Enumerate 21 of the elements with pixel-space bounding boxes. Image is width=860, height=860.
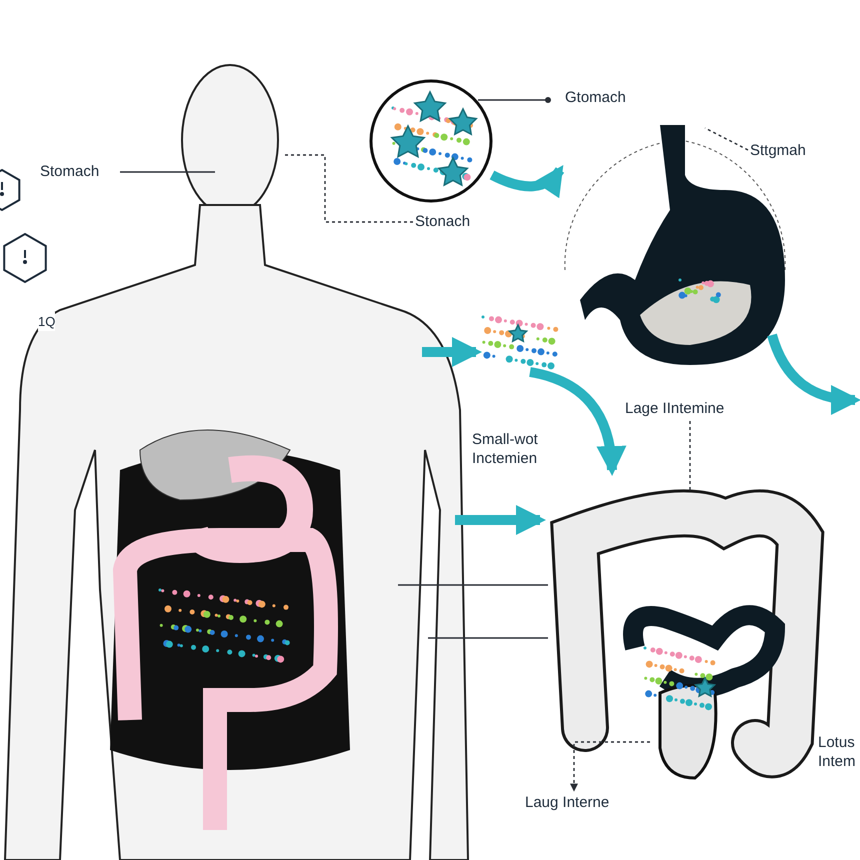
node-label: Lage IIntemine [625,400,724,417]
arrow [422,337,482,367]
magnified-particles-drawing [368,78,494,204]
arrow [570,741,650,792]
leader-line [478,97,551,103]
leader-line [284,154,413,223]
node-label: Stonach [415,213,470,230]
leader-line [689,421,691,490]
arrow [767,333,860,414]
leader-line [704,127,748,151]
arrow [490,165,564,198]
node-label: Laug Interne [525,794,610,811]
callout-number: 1Q [38,312,56,331]
node-label: Sttgmah [750,142,806,159]
leader-line [428,637,548,639]
node-label: Stomach [40,163,100,180]
arrow [455,505,546,535]
leader-line [120,171,215,173]
arrow [528,367,626,476]
node-label: Gtomach [565,89,626,106]
leader-line [398,584,548,586]
